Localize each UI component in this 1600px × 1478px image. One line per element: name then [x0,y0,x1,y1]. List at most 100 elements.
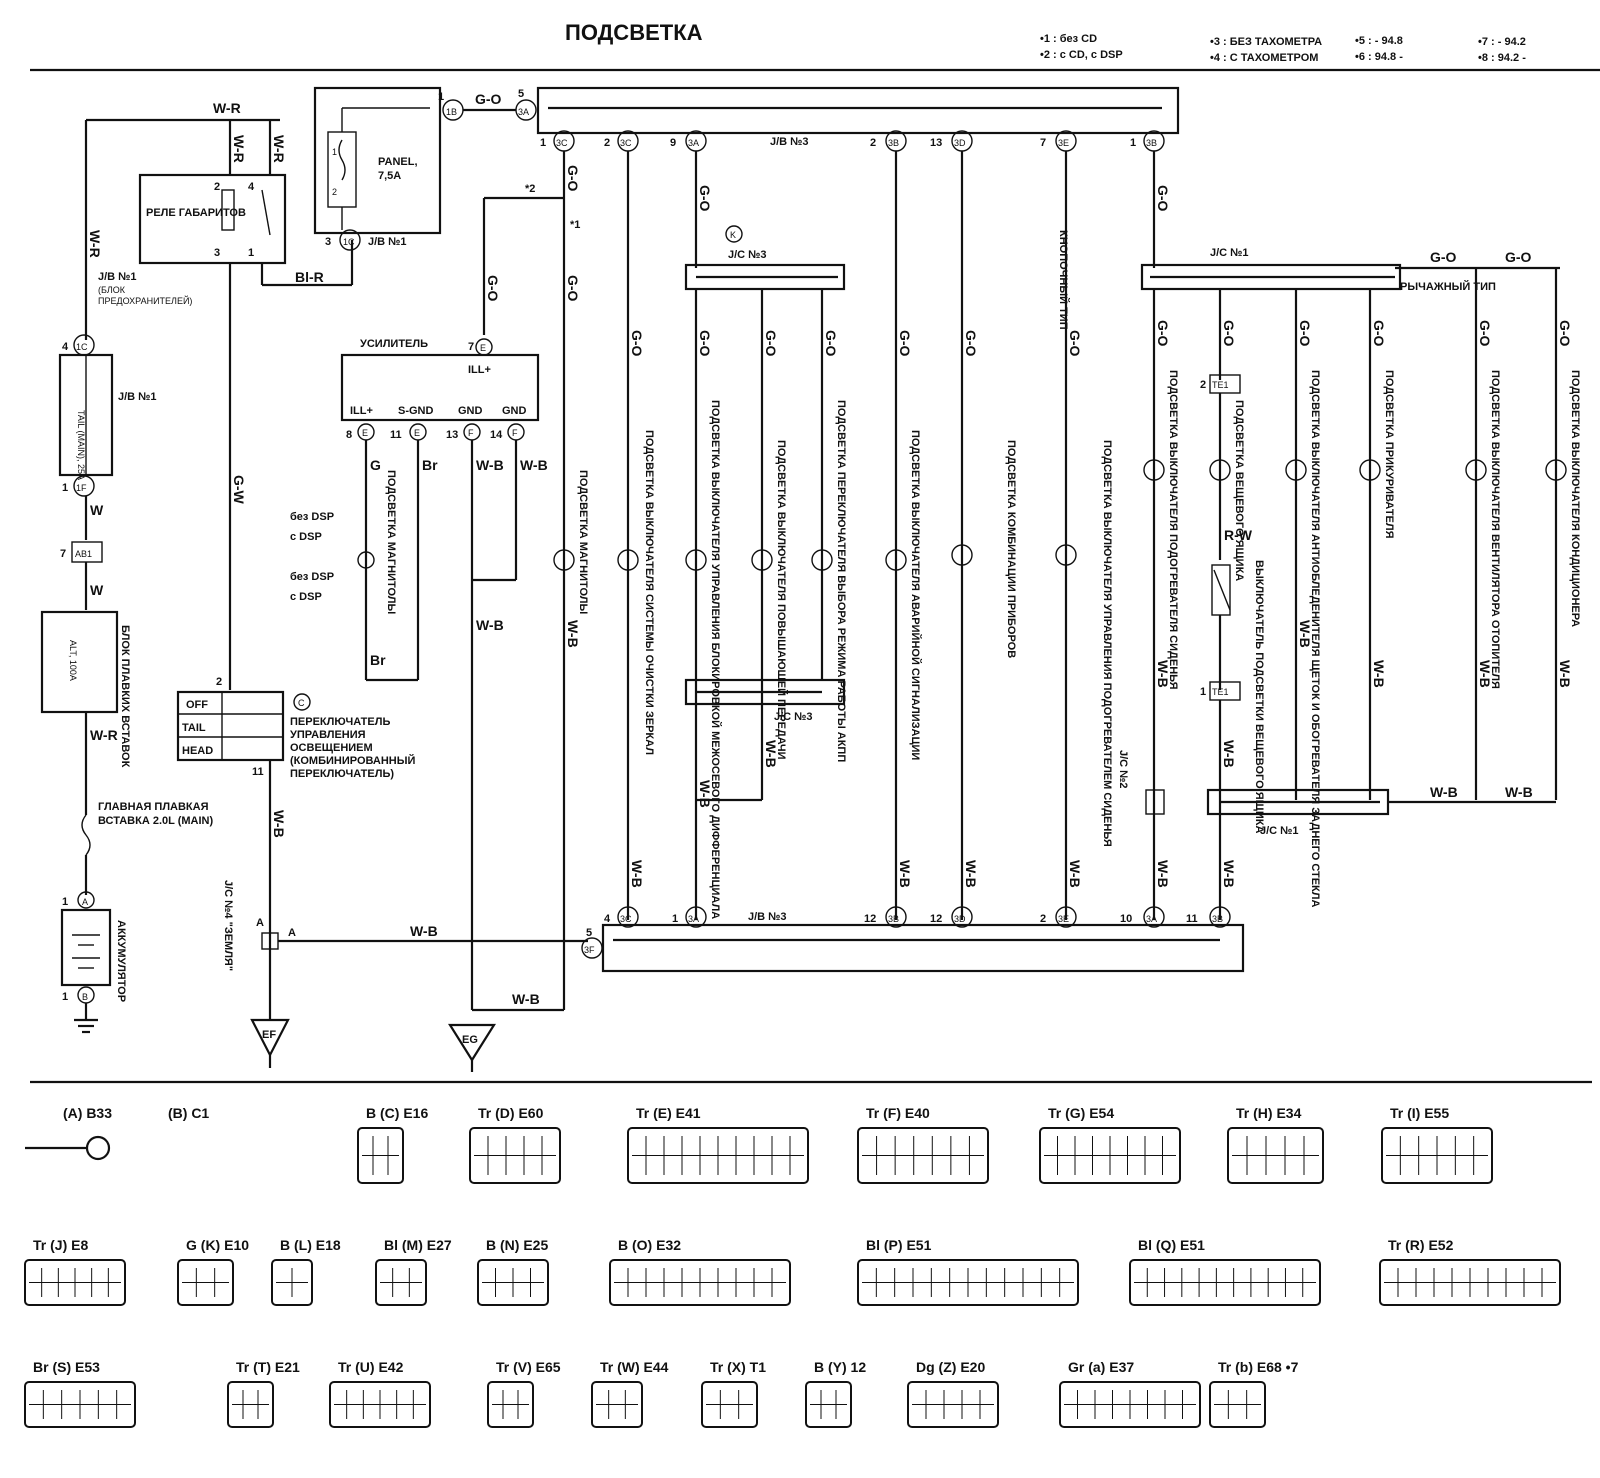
svg-text:3C: 3C [620,138,632,148]
svg-text:•7 : - 94.2: •7 : - 94.2 [1478,36,1526,48]
svg-text:G-O: G-O [629,330,645,357]
svg-text:12: 12 [930,913,942,925]
variant-notes: •1 : без CD •2 : с CD, с DSP •3 : БЕЗ ТА… [1040,33,1526,64]
svg-text:(БЛОК: (БЛОК [98,285,126,295]
svg-text:ПОДСВЕТКА ВЫКЛЮЧАТЕЛЯ АВАРИЙНО: ПОДСВЕТКА ВЫКЛЮЧАТЕЛЯ АВАРИЙНОЙ СИГНАЛИЗ… [909,430,922,760]
svg-text:7: 7 [60,548,66,560]
svg-text:EG: EG [462,1034,478,1046]
connector-W-E44: Tr (W) E44 [591,1359,669,1428]
svg-text:A: A [82,897,88,907]
svg-text:7,5A: 7,5A [378,170,401,182]
load-columns: W-B ПОДСВЕТКА МАГНИТОЛЫ G-O W-B ПОДСВЕТК… [553,151,1581,920]
svg-text:W-B: W-B [1477,660,1493,688]
svg-text:J/B №3: J/B №3 [748,911,787,923]
connector-C-E16: B (C) E16 [357,1105,428,1184]
connector-label: B (Y) 12 [814,1359,866,1375]
connector-label: B (C) E16 [366,1105,428,1121]
svg-text:J/B №3: J/B №3 [770,136,809,148]
svg-text:1: 1 [62,896,68,908]
svg-text:R-W: R-W [1224,527,1253,543]
svg-text:W-R: W-R [90,727,118,743]
svg-text:G-O: G-O [1430,249,1457,265]
connector-Z-E20: Dg (Z) E20 [907,1359,999,1428]
connector-R-E52: Tr (R) E52 [1379,1237,1561,1306]
svg-text:•4 : С ТАХОМЕТРОМ: •4 : С ТАХОМЕТРОМ [1210,52,1318,64]
svg-text:G-O: G-O [1557,320,1573,347]
connector-label: Gr (a) E37 [1068,1359,1134,1375]
svg-text:11: 11 [1186,913,1198,925]
svg-text:ПОДСВЕТКА ВЫКЛЮЧАТЕЛЯ ВЕНТИЛЯТ: ПОДСВЕТКА ВЫКЛЮЧАТЕЛЯ ВЕНТИЛЯТОРА ОТОПИТ… [1489,370,1501,689]
svg-text:•1 : без CD: •1 : без CD [1040,33,1097,45]
svg-text:W-B: W-B [1557,660,1573,688]
page-title: ПОДСВЕТКА [565,20,703,45]
svg-text:1: 1 [332,147,337,157]
connector-E-E41: Tr (E) E41 [627,1105,809,1184]
power-feed: W-R W-R W-R W-R РЕЛЕ ГАБАРИТОВ 2 4 3 1 B… [40,100,354,1034]
svg-text:11: 11 [390,429,402,441]
connector-label: Bl (P) E51 [866,1237,932,1253]
svg-text:F: F [512,428,518,438]
connector-label: Tr (b) E68 •7 [1218,1359,1299,1375]
svg-text:без DSP: без DSP [290,511,334,523]
svg-text:C: C [298,698,305,708]
svg-text:W-B: W-B [1155,860,1171,888]
svg-text:TAIL (MAIN), 25A: TAIL (MAIN), 25A [76,410,86,480]
svg-text:•6 : 94.8 -: •6 : 94.8 - [1355,51,1403,63]
svg-text:3A: 3A [688,138,699,148]
svg-text:A: A [256,917,264,929]
svg-text:9: 9 [670,137,676,149]
svg-text:ГЛАВНАЯ ПЛАВКАЯ: ГЛАВНАЯ ПЛАВКАЯ [98,801,209,813]
svg-text:G-O: G-O [697,330,713,357]
svg-text:БЛОК ПЛАВКИХ ВСТАВОК: БЛОК ПЛАВКИХ ВСТАВОК [119,625,131,768]
svg-text:1F: 1F [76,483,87,493]
svg-text:2: 2 [870,137,876,149]
svg-text:PANEL,: PANEL, [378,156,418,168]
svg-text:G-O: G-O [1221,320,1237,347]
connector-label: Tr (H) E34 [1236,1105,1302,1121]
svg-text:*1: *1 [570,219,580,231]
svg-text:W-R: W-R [87,230,103,258]
svg-text:без DSP: без DSP [290,571,334,583]
svg-text:3A: 3A [688,914,699,924]
connector-H-E34: Tr (H) E34 [1227,1105,1324,1184]
svg-text:УПРАВЛЕНИЯ: УПРАВЛЕНИЯ [290,729,366,741]
connector-Q-E51: Bl (Q) E51 [1129,1237,1321,1306]
connector-A-B33: (A) B33 [63,1105,112,1121]
svg-text:W: W [90,582,104,598]
svg-text:Br: Br [370,652,386,668]
svg-text:G-O: G-O [1297,320,1313,347]
svg-text:J/C №4 "ЗЕМЛЯ": J/C №4 "ЗЕМЛЯ" [222,880,234,971]
lamp-radio [553,549,575,571]
svg-text:ПОДСВЕТКА ВЫКЛЮЧАТЕЛЯ АНТИОБЛЕ: ПОДСВЕТКА ВЫКЛЮЧАТЕЛЯ АНТИОБЛЕДЕНИТЕЛЯ Щ… [1309,370,1321,907]
svg-text:G-O: G-O [763,330,779,357]
svg-text:*2: *2 [525,183,535,195]
svg-text:Bl-R: Bl-R [295,269,324,285]
svg-text:12: 12 [864,913,876,925]
connector-G-E54: Tr (G) E54 [1039,1105,1181,1184]
svg-text:3B: 3B [888,138,899,148]
svg-text:3B: 3B [1146,138,1157,148]
svg-text:G-O: G-O [1067,330,1083,357]
svg-text:G-O: G-O [1371,320,1387,347]
svg-text:4: 4 [604,913,611,925]
svg-text:3F: 3F [584,945,595,955]
svg-text:3C: 3C [556,138,568,148]
svg-text:3B: 3B [1212,914,1223,924]
svg-text:ПЕРЕКЛЮЧАТЕЛЬ: ПЕРЕКЛЮЧАТЕЛЬ [290,716,390,728]
connector-label: Tr (R) E52 [1388,1237,1454,1253]
svg-text:W-B: W-B [763,740,779,768]
svg-text:J/B №1: J/B №1 [118,391,157,403]
connector-label: Bl (M) E27 [384,1237,452,1253]
svg-text:W-B: W-B [1067,860,1083,888]
connector-label: Tr (G) E54 [1048,1105,1114,1121]
svg-text:W-B: W-B [565,620,581,648]
svg-text:1: 1 [1130,137,1136,149]
svg-text:J/B №1: J/B №1 [368,236,407,248]
svg-text:G-O: G-O [1155,185,1171,212]
svg-text:РЫЧАЖНЫЙ ТИП: РЫЧАЖНЫЙ ТИП [1400,280,1496,293]
svg-text:S-GND: S-GND [398,405,434,417]
connector-label: Tr (V) E65 [496,1359,561,1375]
